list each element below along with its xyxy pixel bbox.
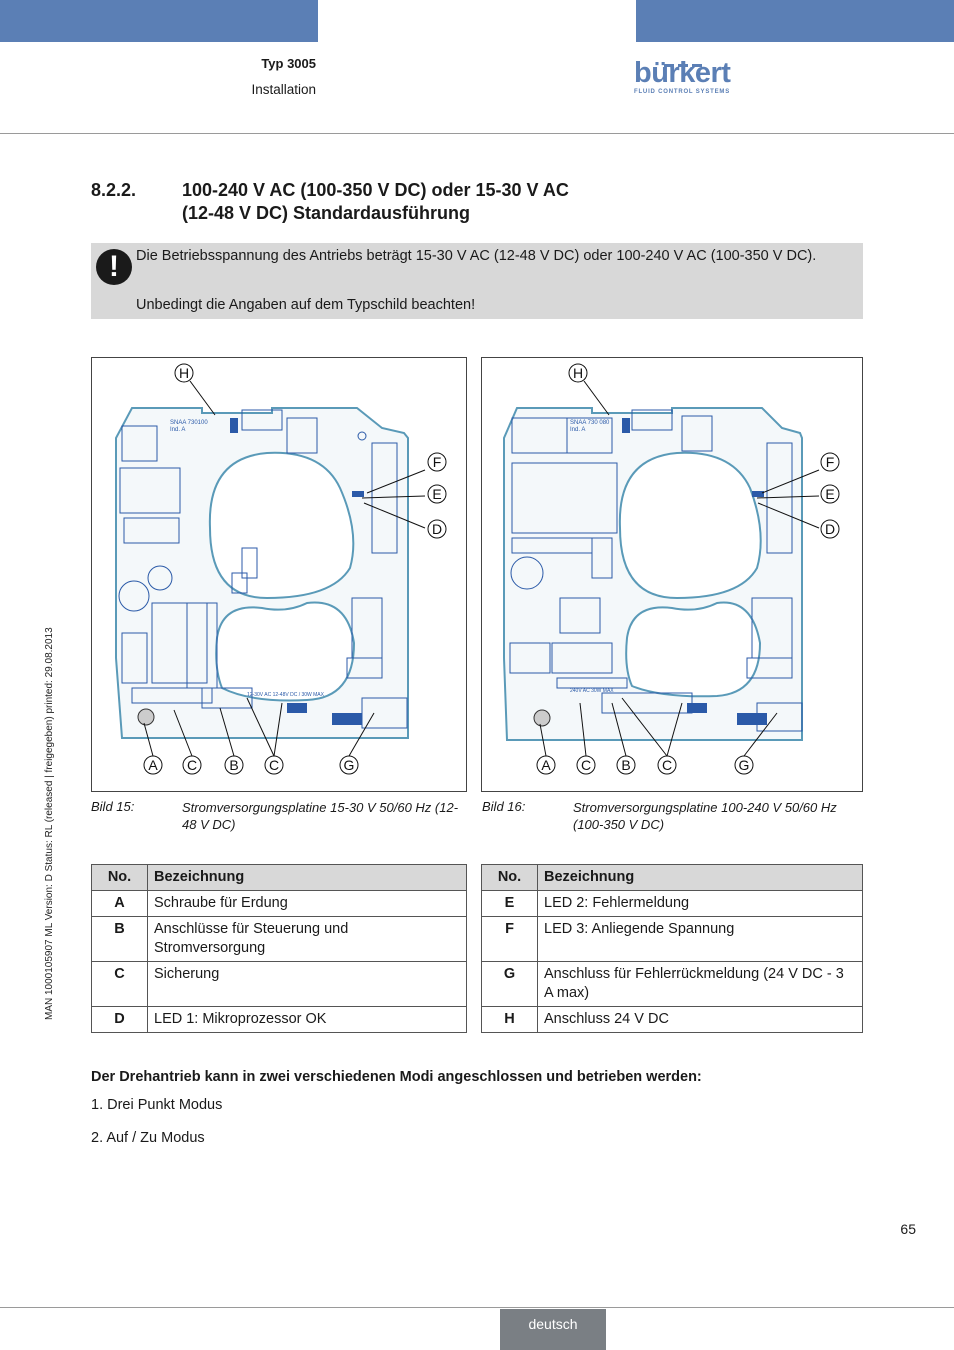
- row-text: Anschluss 24 V DC: [537, 1006, 863, 1033]
- header-bar-left: [0, 0, 318, 42]
- callout-c: C: [581, 757, 591, 773]
- section-title-line2: (12-48 V DC) Standardausführung: [182, 203, 471, 223]
- row-no: F: [481, 916, 538, 962]
- footer-rule: [0, 1307, 954, 1308]
- header-rule: [0, 133, 954, 134]
- callout-c: C: [187, 757, 197, 773]
- callout-b: B: [621, 757, 630, 773]
- callout-a: A: [541, 757, 551, 773]
- callout-e: E: [825, 486, 834, 502]
- board-15-voltage: 12-30V AC 12-48V DC / 30W MAX: [247, 692, 325, 698]
- document-chapter: Installation: [251, 82, 316, 97]
- figure-16-frame: SNAA 730 080 Ind. A 240V AC 30W MAX H F …: [481, 357, 863, 792]
- table-row: F LED 3: Anliegende Spannung: [481, 916, 863, 962]
- row-text: LED 2: Fehlermeldung: [537, 890, 863, 917]
- row-text: LED 1: Mikroprozessor OK: [147, 1006, 467, 1033]
- callout-g: G: [739, 757, 750, 773]
- col-header-bezeichnung: Bezeichnung: [537, 864, 863, 891]
- figure-15-caption: Stromversorgungsplatine 15-30 V 50/60 Hz…: [182, 800, 459, 832]
- callout-b: B: [229, 757, 238, 773]
- row-text: Schraube für Erdung: [147, 890, 467, 917]
- figure-16-circuit-board: SNAA 730 080 Ind. A 240V AC 30W MAX H F …: [503, 363, 840, 775]
- callout-g: G: [344, 757, 355, 773]
- figure-15-label: Bild 15:: [91, 799, 135, 814]
- row-no: H: [481, 1006, 538, 1033]
- table-row: H Anschluss 24 V DC: [481, 1006, 863, 1033]
- board-16-voltage: 240V AC 30W MAX: [570, 688, 614, 694]
- callout-d: D: [825, 521, 835, 537]
- col-header-no: No.: [481, 864, 538, 891]
- board-16-rev: Ind. A: [570, 427, 585, 433]
- legend-table-right: No. Bezeichnung E LED 2: Fehlermeldung F…: [481, 864, 863, 1033]
- section-number: 8.2.2.: [91, 180, 137, 200]
- callout-f: F: [433, 454, 442, 470]
- legend-table-left: No. Bezeichnung A Schraube für Erdung B …: [91, 864, 467, 1033]
- page-number: 65: [900, 1221, 916, 1237]
- language-tab: deutsch: [500, 1309, 606, 1350]
- row-no: D: [91, 1006, 148, 1033]
- callout-d: D: [432, 521, 442, 537]
- table-row: E LED 2: Fehlermeldung: [481, 890, 863, 917]
- table-row: A Schraube für Erdung: [91, 890, 467, 917]
- list-item: 2. Auf / Zu Modus: [91, 1130, 205, 1146]
- table-row: C Sicherung: [91, 961, 467, 1007]
- callout-c2: C: [269, 757, 279, 773]
- warning-text-typeplate: Unbedingt die Angaben auf dem Typschild …: [136, 297, 476, 313]
- callout-e: E: [432, 486, 441, 502]
- exclamation-icon: !: [96, 249, 132, 285]
- row-text: Anschluss für Fehlerrückmeldung (24 V DC…: [537, 961, 863, 1007]
- buerkert-logo: bürkert FLUID CONTROL SYSTEMS: [634, 57, 731, 95]
- section-title-line1: 100-240 V AC (100-350 V DC) oder 15-30 V…: [182, 180, 569, 200]
- callout-h: H: [179, 365, 189, 381]
- row-no: A: [91, 890, 148, 917]
- row-no: G: [481, 961, 538, 1007]
- row-no: E: [481, 890, 538, 917]
- row-text: Anschlüsse für Steuerung und Stromversor…: [147, 916, 467, 962]
- col-header-bezeichnung: Bezeichnung: [147, 864, 467, 891]
- header-bar-right: [636, 0, 954, 42]
- row-no: C: [91, 961, 148, 1007]
- warning-text-voltage: Die Betriebsspannung des Antriebs beträg…: [136, 248, 817, 264]
- row-text: LED 3: Anliegende Spannung: [537, 916, 863, 962]
- board-15-rev: Ind. A: [170, 427, 185, 433]
- board-16-id: SNAA 730 080: [570, 420, 610, 426]
- col-header-no: No.: [91, 864, 148, 891]
- callout-f: F: [826, 454, 835, 470]
- table-row: B Anschlüsse für Steuerung und Stromvers…: [91, 916, 467, 962]
- board-15-id: SNAA 730100: [170, 420, 208, 426]
- figure-16-caption: Stromversorgungsplatine 100-240 V 50/60 …: [573, 800, 837, 832]
- figure-16-label: Bild 16:: [482, 799, 526, 814]
- document-type: Typ 3005: [261, 56, 316, 71]
- modes-intro: Der Drehantrieb kann in zwei verschieden…: [91, 1069, 702, 1085]
- warning-box: ! Die Betriebsspannung des Antriebs betr…: [91, 243, 863, 319]
- figure-15-frame: SNAA 730100 Ind. A 12-30V AC 12-48V DC /…: [91, 357, 467, 792]
- row-no: B: [91, 916, 148, 962]
- figure-15-circuit-board: SNAA 730100 Ind. A 12-30V AC 12-48V DC /…: [115, 363, 447, 775]
- callout-h: H: [573, 365, 583, 381]
- row-text: Sicherung: [147, 961, 467, 1007]
- table-row: D LED 1: Mikroprozessor OK: [91, 1006, 467, 1033]
- document-status-sidebar: MAN 1000105907 ML Version: D Status: RL …: [44, 627, 55, 1020]
- table-row: G Anschluss für Fehlerrückmeldung (24 V …: [481, 961, 863, 1007]
- callout-a: A: [148, 757, 158, 773]
- list-item: 1. Drei Punkt Modus: [91, 1097, 223, 1113]
- callout-c2: C: [662, 757, 672, 773]
